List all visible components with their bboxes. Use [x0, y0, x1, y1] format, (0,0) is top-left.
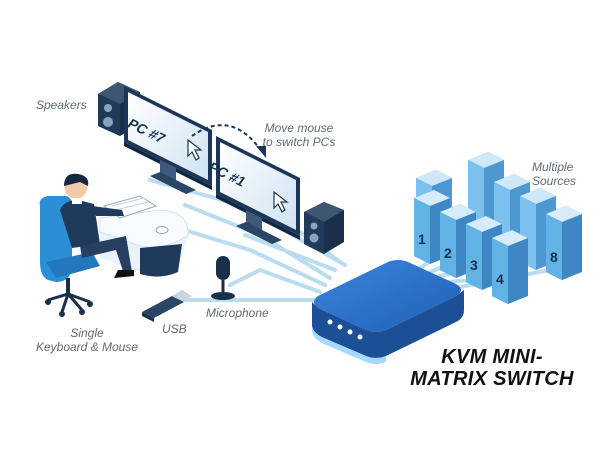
cursor-icon — [187, 138, 203, 161]
switch-arrow — [191, 124, 266, 158]
single-kbm-line2: Keyboard & Mouse — [35, 340, 139, 354]
product-title: KVM MINI- MATRIX SWITCH — [392, 346, 592, 390]
product-title-line2: MATRIX SWITCH — [410, 368, 574, 390]
mouse-icon — [155, 226, 169, 234]
led-icon — [337, 324, 343, 330]
product-title-line1: KVM MINI- — [441, 346, 543, 368]
multiple-sources-label: Multiple Sources — [532, 160, 576, 188]
microphone-device — [211, 256, 235, 300]
microphone-label: Microphone — [206, 306, 269, 320]
speakers-label: Speakers — [36, 98, 87, 112]
server-number: 3 — [470, 257, 478, 273]
move-mouse-line2: to switch PCs — [262, 135, 336, 149]
cable-microphone — [228, 267, 322, 294]
multiple-sources-line1: Multiple — [532, 160, 574, 174]
monitor-pc1: PC #1 — [205, 136, 300, 244]
single-keyboard-mouse-label: Single Keyboard & Mouse — [20, 326, 154, 354]
server-tower-8: 8 — [546, 206, 582, 280]
led-icon — [327, 319, 333, 325]
arrow-head-icon — [256, 146, 266, 158]
cursor-icon — [273, 190, 289, 213]
workstation — [39, 173, 189, 317]
server-rack-group: 1 2 3 4 8 — [414, 152, 582, 304]
arrow-dashed-path — [191, 124, 263, 153]
multiple-sources-line2: Sources — [532, 174, 577, 188]
led-icon — [347, 329, 353, 335]
move-mouse-label: Move mouse to switch PCs — [244, 121, 354, 149]
server-number: 8 — [550, 249, 558, 265]
single-kbm-line1: Single — [70, 326, 104, 340]
speaker-right — [304, 202, 344, 254]
person — [60, 200, 100, 248]
usb-label: USB — [162, 322, 187, 336]
microphone-icon — [216, 256, 230, 280]
move-mouse-line1: Move mouse — [264, 121, 334, 135]
usb-device — [142, 290, 192, 322]
server-number: 4 — [496, 271, 504, 287]
usb-icon — [142, 296, 184, 318]
server-number: 1 — [418, 231, 426, 247]
led-icon — [357, 334, 363, 340]
server-number: 2 — [444, 245, 452, 261]
kvm-switch-device — [312, 260, 464, 364]
server-tower-4: 4 — [492, 230, 528, 304]
monitor-pc7: PC #7 — [124, 86, 212, 194]
